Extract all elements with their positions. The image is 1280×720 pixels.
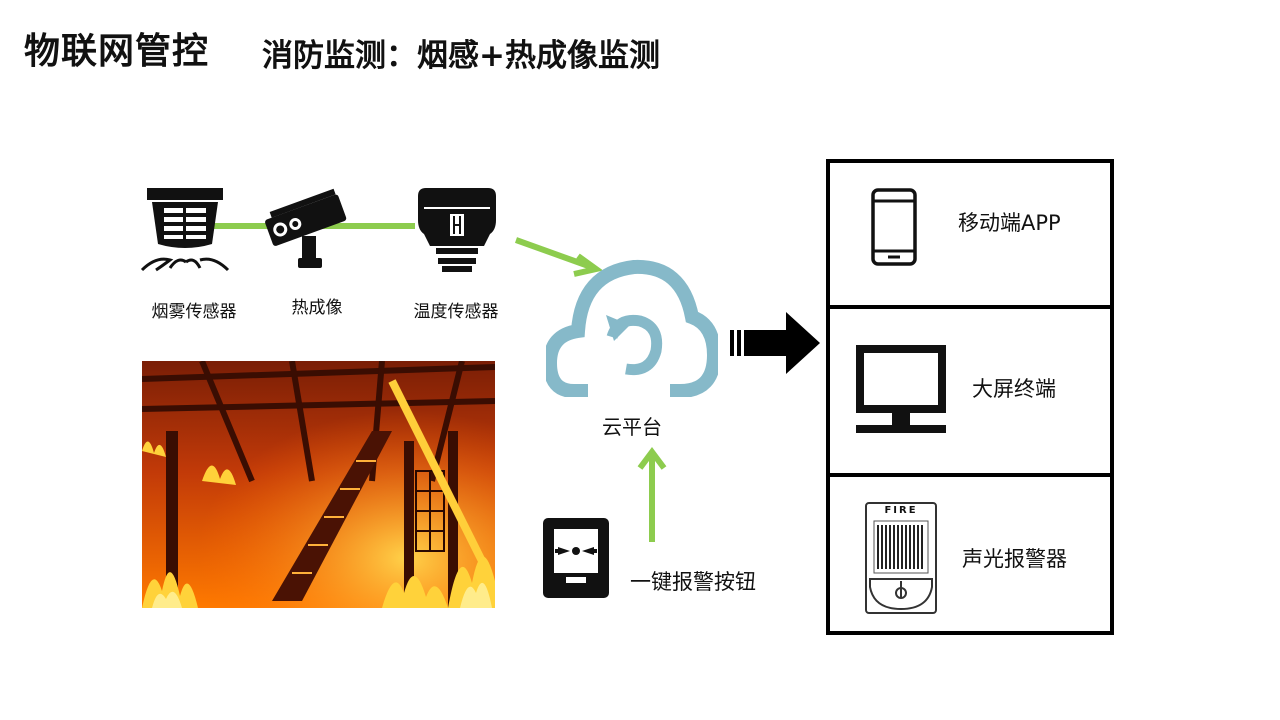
- fire-scene-image: [142, 361, 495, 608]
- output-row-big-screen[interactable]: 大屏终端: [830, 305, 1110, 473]
- output-label-siren: 声光报警器: [962, 547, 1067, 571]
- monitor-icon: [856, 345, 946, 433]
- button-to-cloud-arrow: [637, 447, 667, 542]
- cloud-to-outputs-arrow: [730, 312, 820, 374]
- siren-fire-badge: FIRE: [884, 505, 918, 516]
- sensor-label-temperature: 温度传感器: [413, 302, 499, 322]
- page-title: 物联网管控: [24, 31, 210, 72]
- alarm-button-icon[interactable]: [542, 517, 610, 599]
- output-label-mobile-app: 移动端APP: [958, 211, 1061, 235]
- output-panel: 移动端APP 大屏终端 FIRE 声光报警器: [826, 159, 1114, 635]
- output-row-mobile-app[interactable]: 移动端APP: [830, 163, 1110, 305]
- cloud-label: 云平台: [602, 415, 662, 439]
- sensor-label-smoke: 烟雾传感器: [151, 302, 237, 322]
- smoke-detector-icon: [140, 188, 230, 272]
- sensor-label-thermal: 热成像: [291, 298, 343, 318]
- temperature-sensor-icon: [418, 188, 496, 272]
- output-label-big-screen: 大屏终端: [972, 377, 1056, 401]
- alarm-button-label: 一键报警按钮: [630, 570, 756, 594]
- page-subtitle: 消防监测：烟感+热成像监测: [262, 38, 660, 74]
- mobile-phone-icon: [871, 188, 917, 266]
- sensor-to-cloud-arrow: [514, 237, 602, 277]
- thermal-camera-icon: [265, 188, 347, 268]
- cloud-sync-icon: [546, 259, 718, 397]
- strobe-siren-icon: [865, 502, 937, 614]
- output-row-siren[interactable]: FIRE 声光报警器: [830, 473, 1110, 631]
